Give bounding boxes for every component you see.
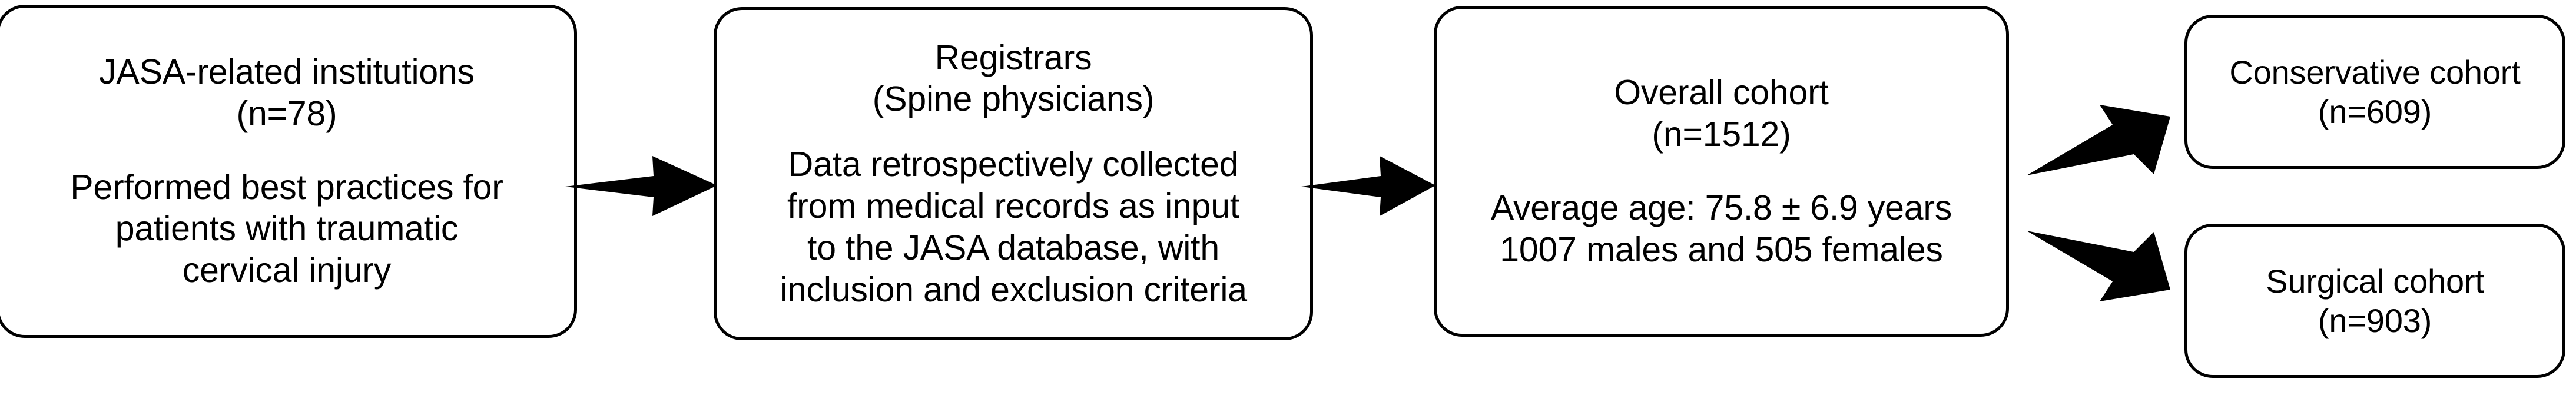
node-jasa-related-institutions: JASA-related institutions (n=78) Perform… (0, 5, 577, 338)
node-conservative-heading: Conservative cohort (n=609) (2229, 53, 2521, 130)
arrow-overall-to-conservative (2027, 105, 2170, 175)
arrow-institutions-to-registrars (565, 156, 717, 216)
node-institutions-body: Performed best practices for patients wi… (70, 167, 503, 290)
node-registrars-body: Data retrospectively collected from medi… (780, 145, 1247, 309)
node-surgical-heading: Surgical cohort (n=903) (2266, 262, 2484, 339)
node-conservative-cohort: Conservative cohort (n=609) (2184, 15, 2565, 169)
arrow-overall-to-surgical (2027, 231, 2170, 301)
node-overall-heading: Overall cohort (n=1512) (1614, 73, 1829, 154)
node-registrars: Registrars (Spine physicians) Data retro… (714, 7, 1313, 340)
node-overall-body: Average age: 75.8 ± 6.9 years 1007 males… (1490, 188, 1952, 269)
node-surgical-cohort: Surgical cohort (n=903) (2184, 224, 2565, 378)
node-overall-cohort: Overall cohort (n=1512) Average age: 75.… (1434, 6, 2009, 337)
node-institutions-heading: JASA-related institutions (n=78) (99, 52, 475, 133)
arrow-registrars-to-overall (1301, 156, 1435, 216)
node-registrars-heading: Registrars (Spine physicians) (872, 38, 1155, 119)
